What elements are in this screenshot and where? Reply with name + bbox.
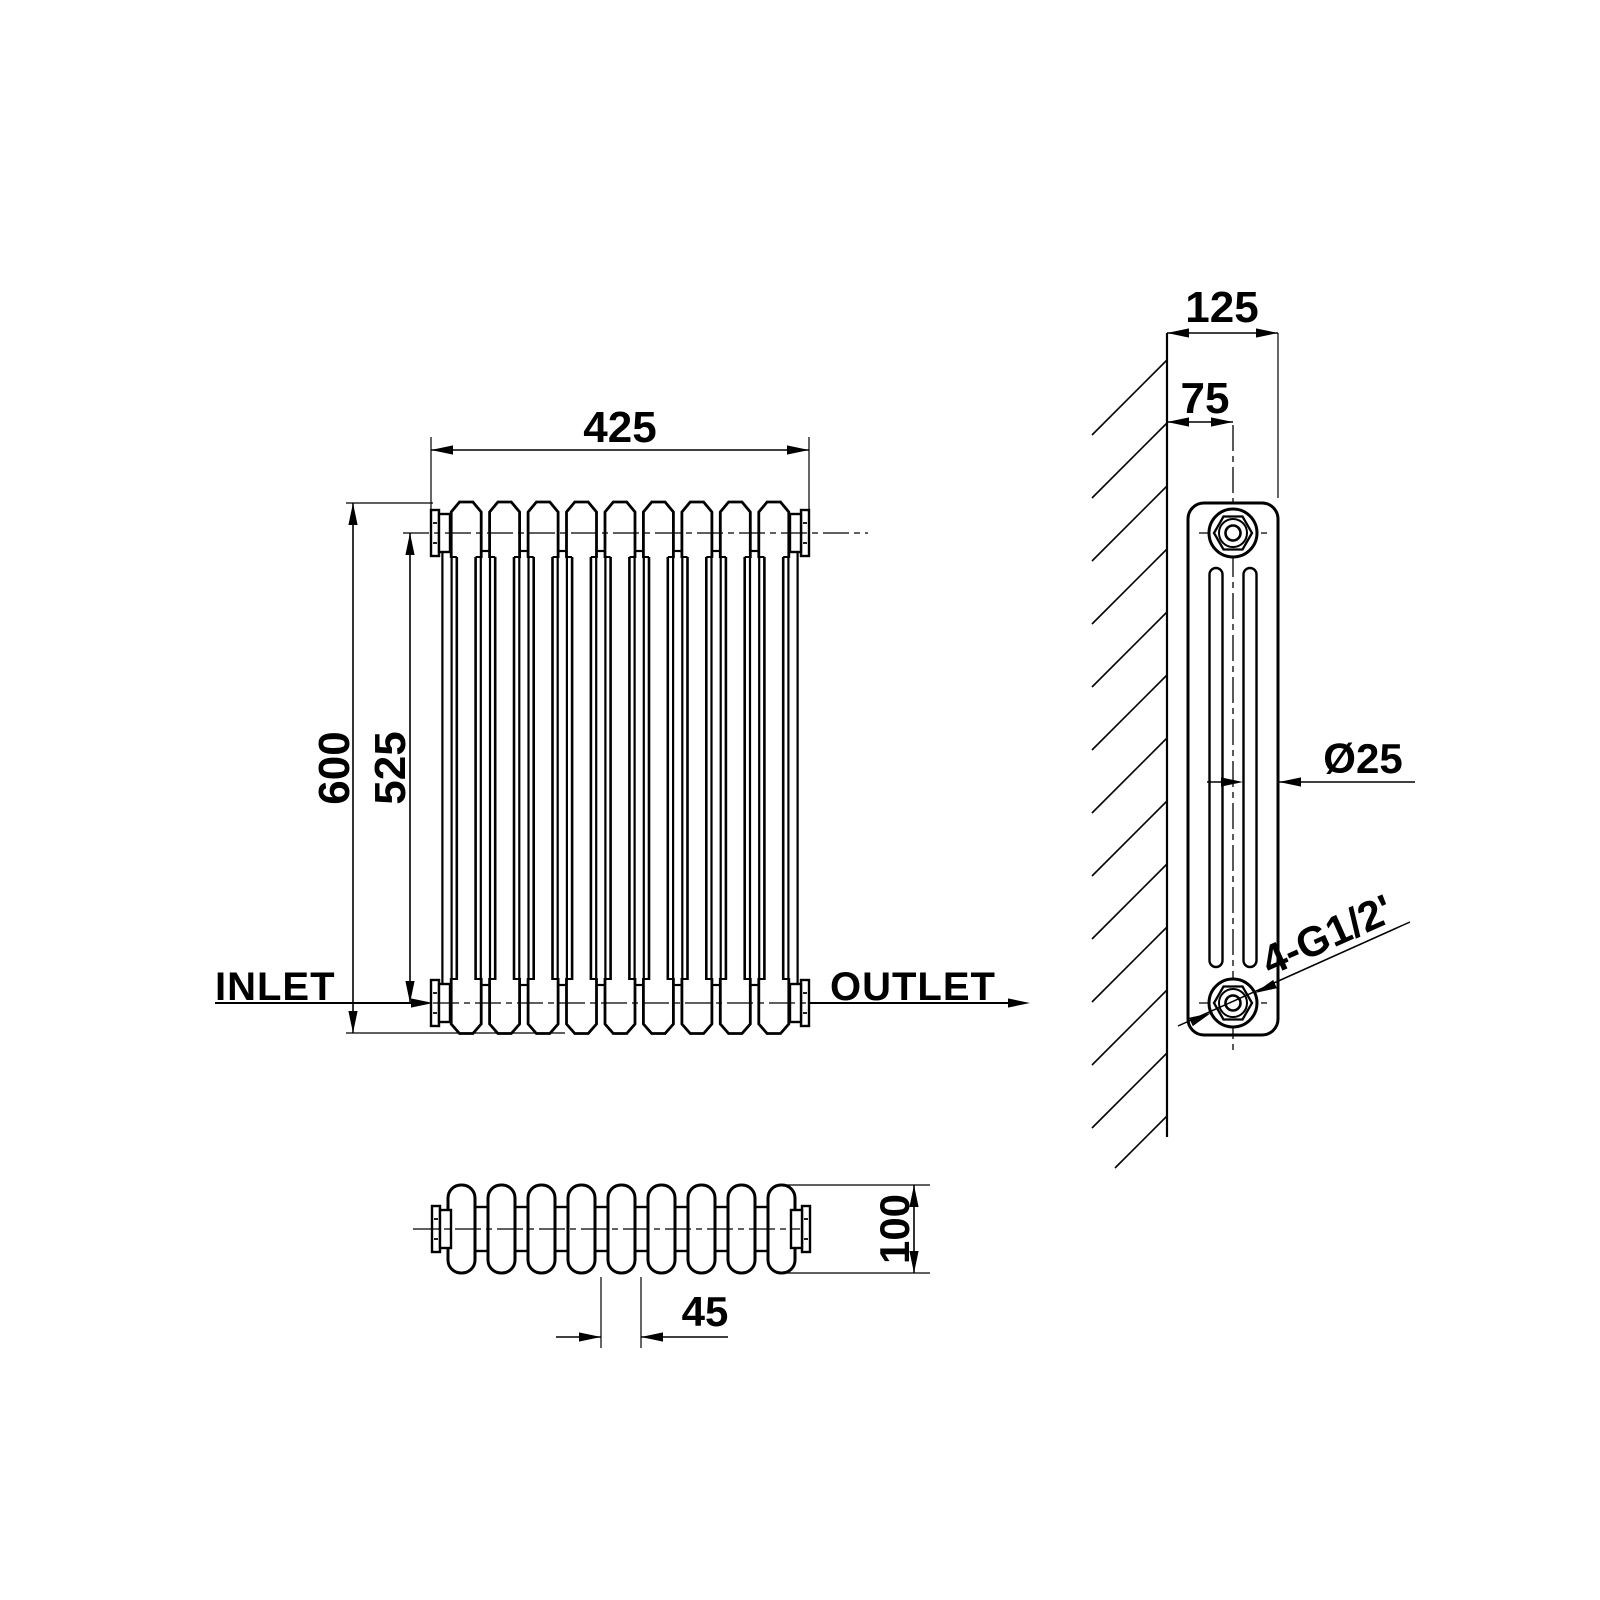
dimension-100: 100 <box>781 1184 930 1274</box>
wall-hatch <box>1091 333 1169 1169</box>
inlet-callout: INLET <box>215 965 433 1009</box>
dim-depth-label: 100 <box>871 1194 918 1264</box>
front-view <box>403 500 868 1035</box>
dim-width-label: 425 <box>583 403 656 452</box>
dimension-525: 525 <box>366 533 415 1003</box>
dimension-600: 600 <box>310 502 565 1034</box>
top-fitting <box>1207 507 1259 559</box>
side-view <box>1186 425 1280 1050</box>
top-view <box>413 1183 812 1275</box>
outlet-callout: OUTLET <box>809 965 1030 1009</box>
dim-port-spacing-label: 525 <box>366 731 415 804</box>
bottom-fitting <box>1207 977 1259 1029</box>
dimension-125: 125 <box>1167 283 1279 498</box>
side-groove-left <box>1208 566 1224 969</box>
dimension-dia25: Ø25 <box>1207 735 1415 787</box>
dimension-75: 75 <box>1167 374 1233 427</box>
dim-wall-offset-label: 75 <box>1181 374 1230 423</box>
dim-pitch-label: 45 <box>682 1288 729 1335</box>
dim-pipe-diameter-label: Ø25 <box>1323 735 1402 782</box>
dim-depth-overall-label: 125 <box>1185 283 1258 332</box>
dimension-45: 45 <box>556 1277 728 1348</box>
dim-height-label: 600 <box>310 731 359 804</box>
dimension-425: 425 <box>430 403 810 515</box>
inlet-label: INLET <box>215 965 336 1009</box>
outlet-label: OUTLET <box>830 965 996 1009</box>
front-centerlines <box>403 532 868 1004</box>
side-groove-right <box>1242 566 1258 969</box>
